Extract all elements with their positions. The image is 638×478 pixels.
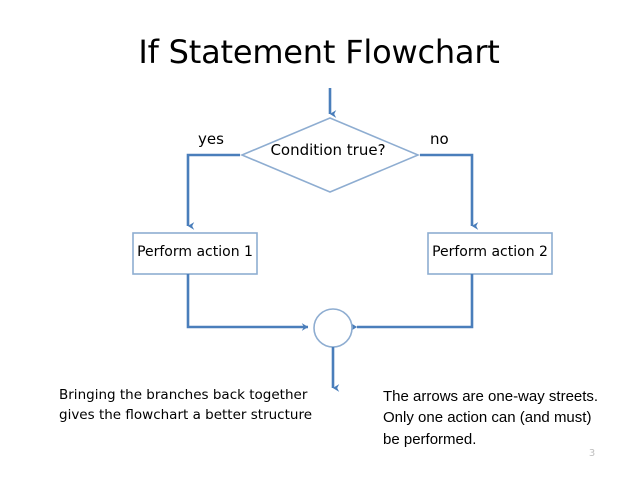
note-right: The arrows are one-way streets. Only one… [383, 388, 599, 448]
merge-circle-shape [313, 308, 353, 348]
connector-yes-branch [186, 153, 240, 230]
slide-number: 3 [588, 448, 596, 459]
page-title: If Statement Flowchart [138, 33, 500, 71]
decision-node-label: Condition true? [270, 141, 386, 159]
connector-no-branch [420, 153, 479, 230]
action-1-label: Perform action 1 [137, 244, 253, 260]
action-2-box-shape [427, 232, 553, 275]
decision-diamond-shape [239, 117, 421, 193]
action-2-label: Perform action 2 [432, 244, 548, 260]
branch-label-no: no [430, 130, 449, 148]
action-1-box-shape [132, 232, 258, 275]
connector-action-2-to-merge [350, 274, 474, 331]
connector-action-1-to-merge [186, 274, 309, 331]
branch-label-yes: yes [198, 130, 224, 148]
note-left: Bringing the branches back together give… [59, 387, 313, 423]
